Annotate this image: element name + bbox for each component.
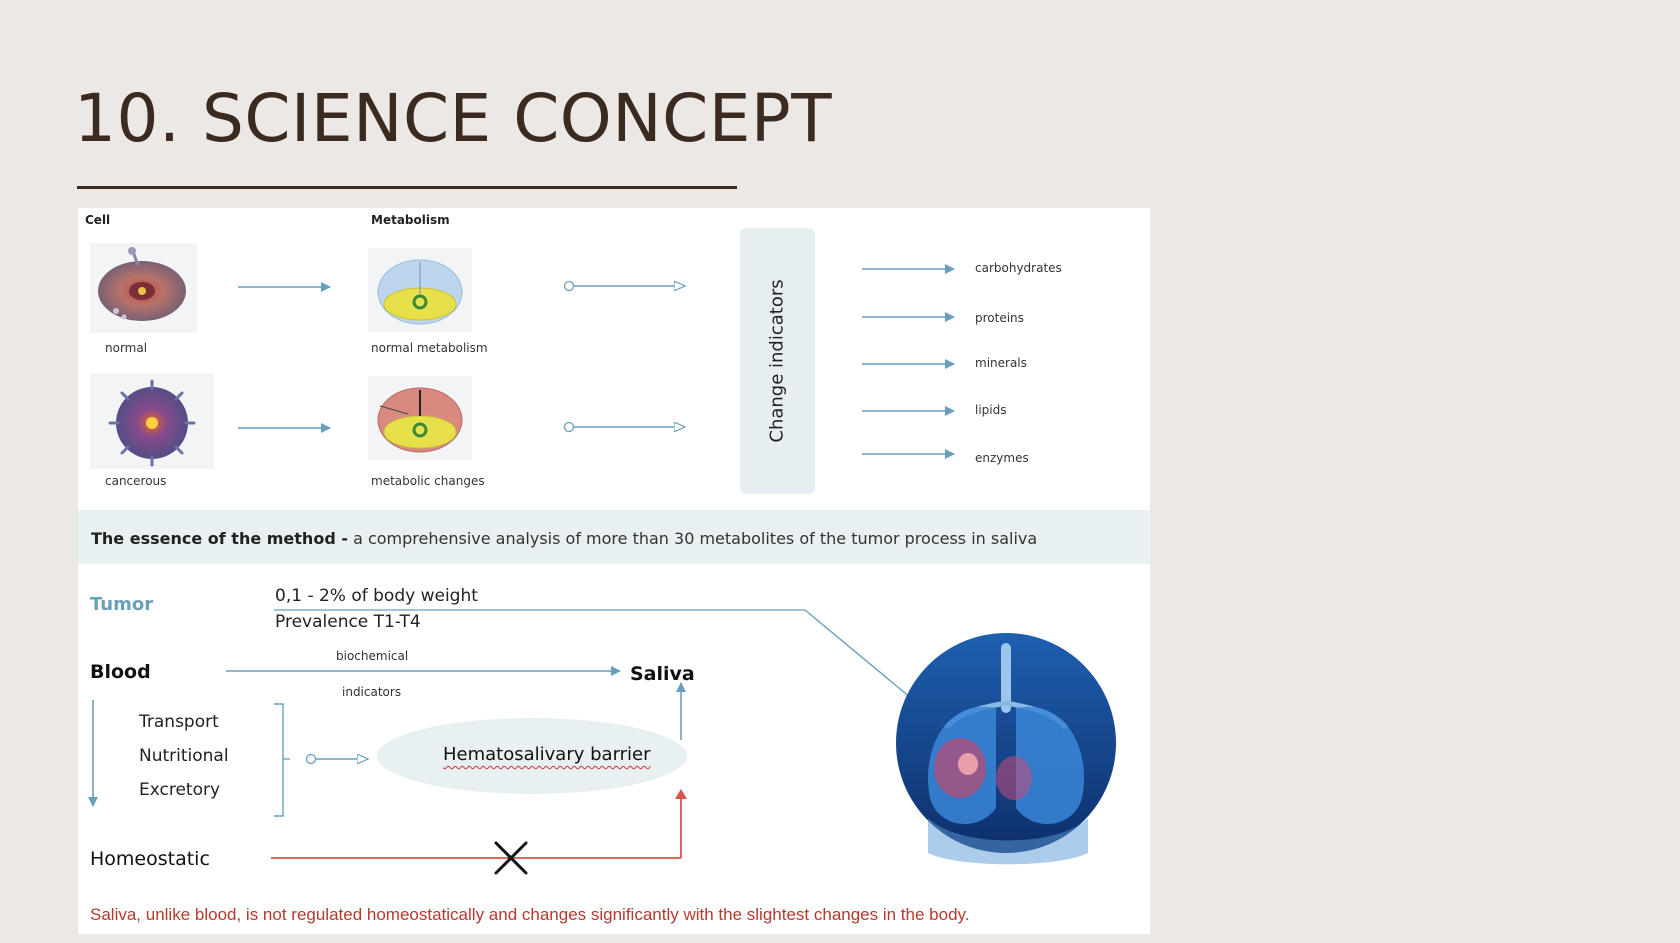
title-underline: [77, 186, 737, 189]
blocked-cross-icon: [494, 841, 528, 875]
indicator-proteins: proteins: [975, 311, 1024, 325]
tumor-weight-text: 0,1 - 2% of body weight: [275, 586, 478, 606]
change-indicators-box: [740, 228, 815, 494]
essence-bold: The essence of the method -: [91, 529, 348, 548]
essence-band: [78, 510, 1150, 564]
tumor-leader-line: [804, 609, 912, 699]
diagram-panel: Change indicators The essence of the met…: [78, 208, 1150, 934]
saliva-label: Saliva: [630, 663, 695, 685]
function-transport: Transport: [139, 712, 219, 732]
indicator-lipids: lipids: [975, 403, 1007, 417]
arrow-label-indicators: indicators: [342, 685, 402, 699]
cancerous-cell-image: [90, 373, 214, 469]
cancerous-cell-caption: cancerous: [105, 474, 167, 488]
metabolic-changes-image: [368, 376, 472, 460]
footer-note: Saliva, unlike blood, is not regulated h…: [90, 905, 970, 924]
slide-title: 10. SCIENCE CONCEPT: [74, 80, 833, 157]
indicator-minerals: minerals: [975, 356, 1027, 370]
diagram-connectors: [88, 264, 1116, 875]
normal-cell-image: [90, 243, 197, 333]
functions-bracket: [274, 703, 284, 817]
normal-metabolism-caption: normal metabolism: [371, 341, 488, 355]
tumor-prevalence-text: Prevalence T1-T4: [275, 612, 421, 632]
essence-text: The essence of the method - a comprehens…: [91, 529, 1037, 548]
tumor-label: Tumor: [90, 594, 154, 615]
essence-rest: a comprehensive analysis of more than 30…: [347, 529, 1038, 548]
metabolic-changes-caption: metabolic changes: [371, 474, 485, 488]
metabolism-column-header: Metabolism: [371, 213, 450, 227]
hematosalivary-barrier-ellipse: [377, 718, 687, 794]
indicator-carbohydrates: carbohydrates: [975, 261, 1062, 275]
lungs-image: [896, 633, 1116, 865]
indicator-enzymes: enzymes: [975, 451, 1029, 465]
function-nutritional: Nutritional: [139, 746, 229, 766]
barrier-label: Hematosalivary barrier: [443, 744, 651, 765]
cell-column-header: Cell: [85, 213, 111, 227]
normal-metabolism-image: [368, 248, 472, 332]
function-excretory: Excretory: [139, 780, 221, 800]
blood-label: Blood: [90, 661, 151, 683]
arrow-label-biochemical: biochemical: [336, 649, 409, 663]
normal-cell-caption: normal: [105, 341, 148, 355]
homeostatic-label: Homeostatic: [90, 848, 210, 870]
